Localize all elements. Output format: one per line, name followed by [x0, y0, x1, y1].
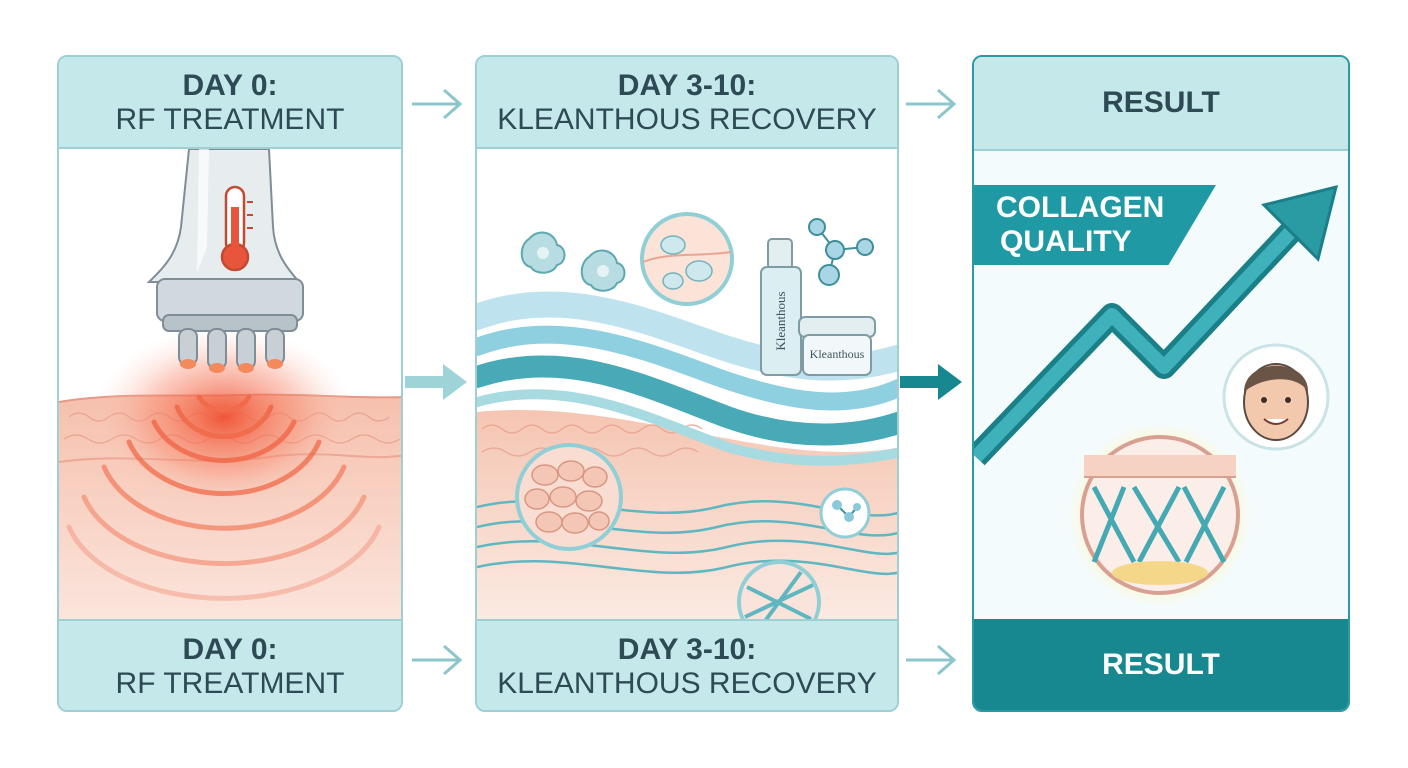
collagen-quality-banner: [974, 185, 1216, 265]
result-illustration: [974, 149, 1348, 619]
chevron-right-icon: [906, 644, 957, 676]
molecule-icon: [819, 487, 871, 539]
rf-device-icon: [146, 148, 304, 373]
chevron-right-icon: [412, 644, 463, 676]
step-footer: DAY 3-10: KLEANTHOUS RECOVERY: [477, 619, 897, 710]
footer-subtitle: KLEANTHOUS RECOVERY: [497, 667, 877, 700]
trend-arrow-icon: [974, 184, 1339, 466]
step-title: RESULT: [1102, 86, 1220, 119]
jar-label: Kleanthous: [809, 347, 865, 361]
step-header: RESULT: [974, 57, 1348, 151]
cell-detail-icon: [640, 212, 734, 306]
banner-line-2: QUALITY: [1000, 225, 1132, 258]
banner-text: COLLAGEN QUALITY: [996, 191, 1164, 259]
collagen-fiber-icon: [1068, 423, 1252, 607]
heat-wave-icon: [66, 394, 382, 601]
chevron-right-icon: [906, 88, 957, 120]
step-header: DAY 3-10: KLEANTHOUS RECOVERY: [477, 57, 897, 149]
rf-treatment-illustration: [59, 148, 401, 619]
cream-jar-icon: [798, 316, 876, 376]
cell-icon: [515, 443, 623, 551]
arrow-right-icon: [900, 364, 962, 400]
step-subtitle: RF TREATMENT: [115, 103, 345, 136]
bottle-label: Kleanthous: [773, 291, 788, 351]
panel-day0: DAY 0: RF TREATMENT DAY 0: RF TREATMENT: [57, 55, 403, 712]
recovery-illustration: [477, 149, 897, 644]
molecule-icon: [808, 218, 874, 286]
step-subtitle: KLEANTHOUS RECOVERY: [497, 103, 877, 136]
footer-title: RESULT: [1102, 648, 1220, 681]
face-icon: [1222, 343, 1330, 451]
footer-subtitle: RF TREATMENT: [115, 667, 345, 700]
step-footer: RESULT: [974, 619, 1348, 710]
step-header: DAY 0: RF TREATMENT: [59, 57, 401, 149]
heat-glow: [94, 327, 354, 507]
chevron-right-icon: [412, 88, 463, 120]
step-footer: DAY 0: RF TREATMENT: [59, 619, 401, 710]
step-title: DAY 0:: [182, 69, 278, 102]
footer-title: DAY 0:: [182, 633, 278, 666]
panel-result: COLLAGEN QUALITY RESULT RESULT: [972, 55, 1350, 712]
thermometer-icon: [220, 185, 253, 272]
serum-bottle-icon: [760, 238, 802, 376]
footer-title: DAY 3-10:: [617, 633, 757, 666]
panel-day3-10: Kleanthous Kleanthous DAY 3-10: KLEANTHO…: [475, 55, 899, 712]
arrow-right-icon: [405, 364, 467, 400]
step-title: DAY 3-10:: [617, 69, 757, 102]
banner-line-1: COLLAGEN: [996, 191, 1165, 224]
